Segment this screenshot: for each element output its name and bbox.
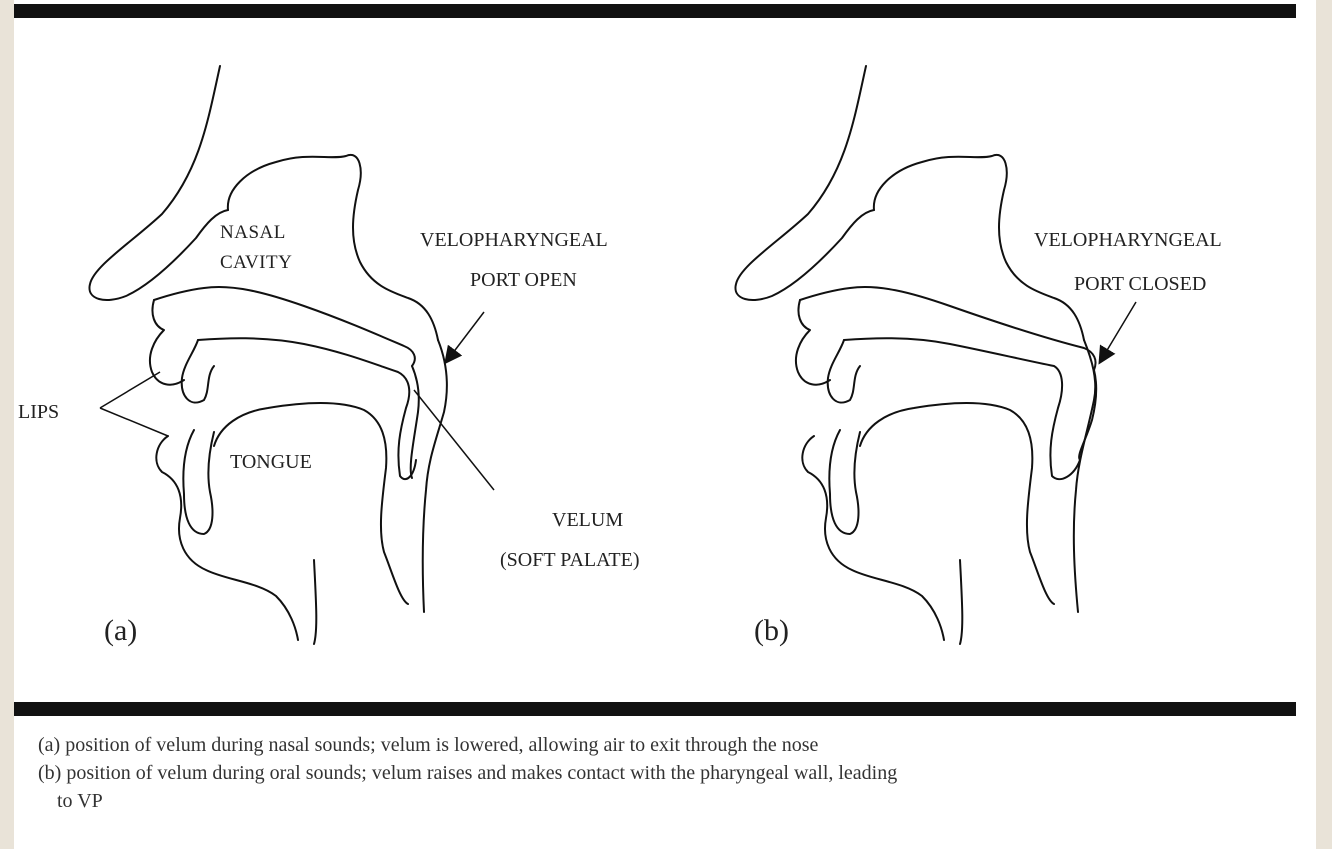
label-port-open-1: VELOPHARYNGEAL bbox=[420, 229, 608, 251]
label-soft-palate: (SOFT PALATE) bbox=[500, 549, 639, 571]
caption-a: (a) position of velum during nasal sound… bbox=[38, 731, 1308, 759]
panel-b-nose-outline bbox=[735, 66, 874, 300]
velum-leader bbox=[414, 390, 494, 490]
panel-a-nasal-cavity bbox=[228, 155, 438, 340]
velum-diagram: NASAL CAVITY VELOPHARYNGEAL PORT OPEN LI… bbox=[14, 0, 1316, 700]
caption-b: (b) position of velum during oral sounds… bbox=[38, 759, 1308, 787]
panel-a-tongue-outline bbox=[214, 403, 408, 604]
figure-panel: NASAL CAVITY VELOPHARYNGEAL PORT OPEN LI… bbox=[14, 0, 1316, 849]
panel-b-upper-lip bbox=[800, 287, 1096, 370]
lips-leader-lower bbox=[100, 408, 168, 436]
label-port-open-2: PORT OPEN bbox=[470, 269, 577, 291]
panel-a-jaw bbox=[314, 560, 316, 644]
label-nasal: NASAL bbox=[220, 222, 286, 243]
label-velum: VELUM bbox=[552, 509, 623, 531]
label-port-closed-1: VELOPHARYNGEAL bbox=[1034, 229, 1222, 251]
panel-b-tag: (b) bbox=[754, 614, 789, 647]
panel-b-drawing bbox=[735, 66, 1096, 644]
panel-a-velum bbox=[411, 366, 419, 478]
panel-a-upper-teeth bbox=[182, 340, 214, 403]
lips-leader-upper bbox=[100, 372, 160, 408]
panel-b-pharyngeal-wall bbox=[1074, 340, 1095, 612]
middle-rule bbox=[14, 702, 1296, 716]
panel-b-lower-teeth bbox=[829, 430, 860, 534]
label-tongue: TONGUE bbox=[230, 451, 312, 473]
figure-captions: (a) position of velum during nasal sound… bbox=[38, 731, 1308, 815]
panel-a-lower-teeth bbox=[183, 430, 214, 534]
port-open-arrow bbox=[446, 312, 484, 362]
panel-b-tongue-outline bbox=[860, 403, 1054, 604]
panel-b-hard-palate bbox=[844, 338, 1080, 479]
panel-b-leaders bbox=[1100, 302, 1136, 362]
panel-b-lower-lip bbox=[802, 436, 944, 640]
panel-b-upper-teeth bbox=[828, 340, 860, 403]
panel-b-jaw bbox=[960, 560, 962, 644]
port-closed-arrow bbox=[1100, 302, 1136, 362]
panel-a-nose-outline bbox=[89, 66, 228, 300]
label-lips: LIPS bbox=[18, 401, 59, 423]
caption-b-continued: to VP bbox=[38, 787, 1308, 815]
label-cavity: CAVITY bbox=[220, 252, 292, 273]
panel-b-lip-top bbox=[796, 300, 830, 385]
panel-a-upper-lip bbox=[154, 287, 415, 366]
panel-a-pharyngeal-wall bbox=[423, 340, 447, 612]
panel-a-lip-top bbox=[150, 300, 184, 385]
panel-a-drawing bbox=[89, 66, 446, 644]
panel-a-tag: (a) bbox=[104, 614, 137, 647]
panel-b-velum bbox=[1079, 370, 1096, 460]
label-port-closed-2: PORT CLOSED bbox=[1074, 273, 1206, 295]
